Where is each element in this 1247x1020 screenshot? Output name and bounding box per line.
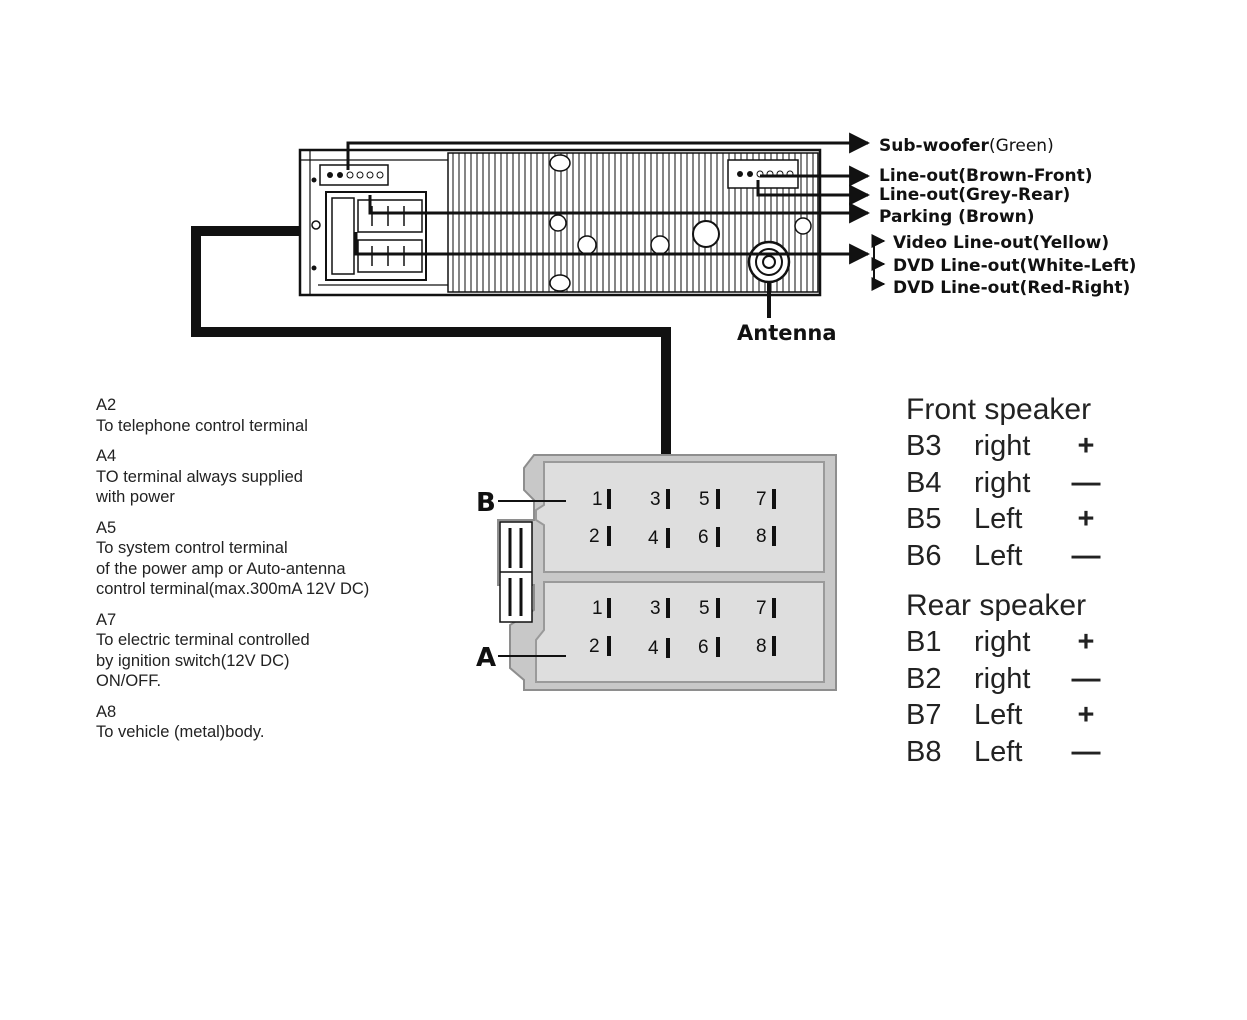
note-id: A5 [96,518,117,537]
note-id: A7 [96,610,117,629]
speaker-side: right [974,626,1031,658]
harness-cable [191,226,671,458]
pin-b6: 6 [698,527,709,548]
front-speaker-title: Front speaker [906,393,1092,426]
output-label-dvd-left: DVD Line-out(White-Left) [893,256,1136,276]
pin-a6: 6 [698,637,709,658]
speaker-polarity: + [1077,503,1095,535]
speaker-side: right [974,466,1031,499]
output-label-dvd-right: DVD Line-out(Red-Right) [893,278,1130,298]
speaker-side: right [974,662,1031,695]
note-a7: A7 To electric terminal controlled by ig… [96,610,476,692]
rear-speaker-row: B7 Left + [906,697,1206,734]
note-text: ON/OFF. [96,672,162,690]
front-speaker-row: B3 right + [906,428,1206,465]
speaker-polarity: + [1077,699,1095,731]
rear-speaker-row: B8 Left — [906,734,1206,771]
note-id: A2 [96,396,117,414]
note-a8: A8 To vehicle (metal)body. [96,702,476,743]
fuse-icon [692,220,720,248]
connector-b-pins: 1 3 5 7 2 4 6 8 [589,489,776,549]
subwoofer-jack-block [319,164,389,186]
speaker-legend: Front speaker B3 right + B4 right — B5 L… [906,392,1206,770]
output-label-parking: Parking (Brown) [879,207,1035,227]
speaker-polarity: — [1071,735,1101,768]
pin-a5: 5 [699,598,710,619]
note-a2: A2 To telephone control terminal [96,395,476,436]
connector-b-cavity [535,461,825,573]
rear-speaker-row: B2 right — [906,661,1206,698]
speaker-pin: B2 [906,662,942,695]
rear-speaker-group: Rear speaker B1 right + B2 right — B7 Le… [906,588,1206,770]
speaker-pin: B6 [906,539,942,572]
note-id: A8 [96,702,117,721]
output-labels: Sub-woofer(Green) Line-out(Brown-Front) … [737,136,1136,345]
front-speaker-group: Front speaker B3 right + B4 right — B5 L… [906,392,1206,574]
note-text: TO terminal always supplied [96,467,303,486]
note-text: of the power amp or Auto-antenna [96,559,346,578]
note-text: To system control terminal [96,539,288,557]
connector-a-pins: 1 3 5 7 2 4 6 8 [589,598,776,659]
speaker-pin: B5 [906,503,942,535]
speaker-polarity: + [1077,430,1095,462]
note-id: A4 [96,447,117,465]
pin-a2: 2 [589,636,600,657]
antenna-label: Antenna [737,321,837,345]
speaker-polarity: + [1077,626,1095,658]
pin-b4: 4 [648,528,659,549]
connector-labels: B A [476,488,566,673]
note-text: To vehicle (metal)body. [96,723,265,741]
pin-a8: 8 [756,636,767,657]
note-text: by ignition switch(12V DC) [96,651,290,670]
speaker-pin: B8 [906,735,942,768]
rear-speaker-title: Rear speaker [906,589,1087,622]
pin-a1: 1 [592,598,603,619]
speaker-pin: B3 [906,430,942,462]
output-label-subwoofer: Sub-woofer(Green) [879,136,1054,156]
speaker-side: Left [974,539,1023,572]
note-text: To telephone control terminal [96,416,308,435]
rear-speaker-row: B1 right + [906,624,1206,661]
front-speaker-row: B4 right — [906,465,1206,502]
note-text: control terminal(max.300mA 12V DC) [96,580,370,598]
output-lines [346,132,886,291]
connector-a-cavity [535,581,825,683]
speaker-side: Left [974,735,1023,768]
note-text: with power [96,488,175,506]
pin-notes: A2 To telephone control terminal A4 TO t… [96,395,476,753]
connector-a-label: A [476,643,496,673]
pin-b8: 8 [756,526,767,547]
speaker-pin: B4 [906,466,942,499]
note-text: To electric terminal controlled [96,631,310,649]
speaker-side: Left [974,699,1023,731]
front-speaker-row: B6 Left — [906,538,1206,575]
pin-b7: 7 [756,489,767,510]
output-label-line-out-rear: Line-out(Grey-Rear) [879,185,1070,205]
pin-a4: 4 [648,638,659,659]
pin-a7: 7 [756,598,767,619]
pin-b3: 3 [650,489,661,510]
connector-b-label: B [476,488,496,518]
speaker-polarity: — [1071,539,1101,572]
speaker-polarity: — [1071,662,1101,695]
front-speaker-row: B5 Left + [906,501,1206,538]
speaker-side: right [974,430,1031,462]
pin-b5: 5 [699,489,710,510]
note-a4: A4 TO terminal always supplied with powe… [96,446,476,508]
note-a5: A5 To system control terminal of the pow… [96,518,476,600]
head-unit [298,148,822,318]
pin-b1: 1 [592,489,603,510]
speaker-pin: B7 [906,699,942,731]
pin-b2: 2 [589,526,600,547]
speaker-side: Left [974,503,1023,535]
output-label-line-out-front: Line-out(Brown-Front) [879,166,1093,186]
pin-a3: 3 [650,598,661,619]
output-label-video-out: Video Line-out(Yellow) [893,233,1109,253]
speaker-polarity: — [1071,466,1101,499]
speaker-pin: B1 [906,626,942,658]
